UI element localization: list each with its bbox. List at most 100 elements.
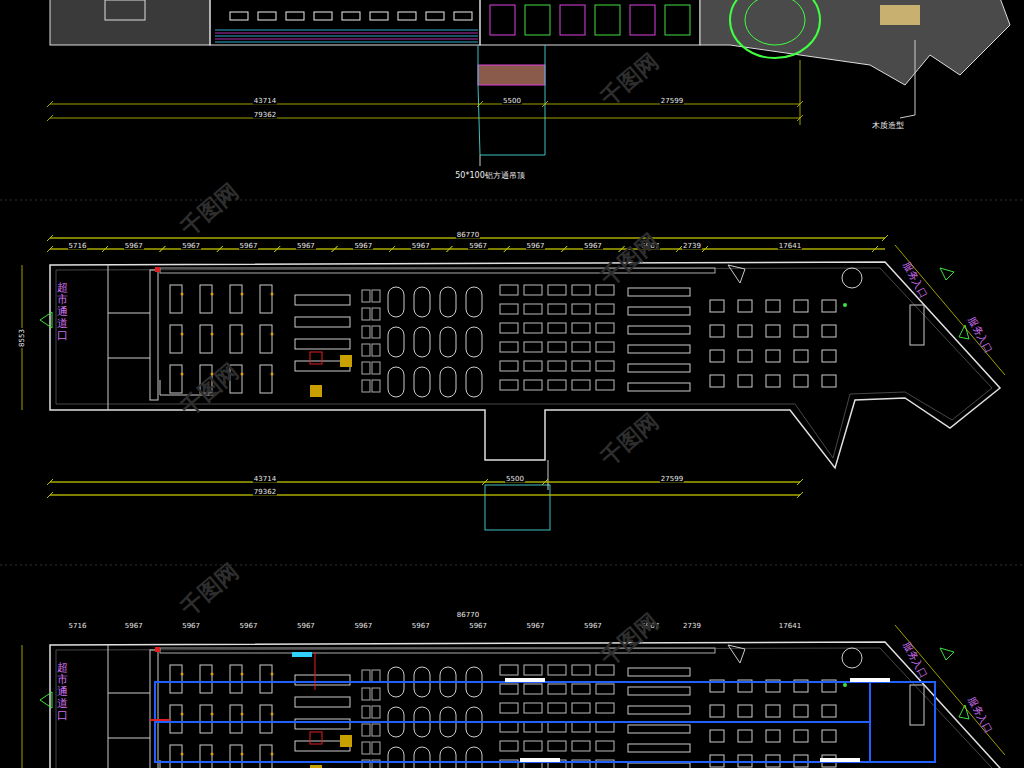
vent: [820, 758, 860, 762]
round-counter: [388, 747, 404, 768]
table: [738, 730, 752, 742]
table: [766, 325, 780, 337]
grid-shelf: [548, 323, 566, 333]
vent: [850, 678, 890, 682]
dimension-text: 5967: [411, 243, 431, 250]
round-counter: [466, 327, 482, 357]
entrance-label: 服务入口: [966, 315, 994, 355]
display-unit: [260, 365, 272, 393]
grid-shelf: [362, 706, 370, 718]
table: [822, 705, 836, 717]
dimension-line: [50, 482, 800, 483]
duct-run: [155, 721, 870, 723]
dimension-text: 5967: [526, 623, 546, 630]
dimension-line: [800, 60, 801, 125]
grid-shelf: [500, 285, 518, 295]
grid-shelf: [596, 684, 614, 694]
grid-shelf: [596, 703, 614, 713]
dimension-text: 5716: [68, 623, 88, 630]
dimension-tick: [446, 246, 452, 252]
grid-shelf: [500, 665, 518, 675]
marker: [271, 673, 274, 676]
fixture: [230, 12, 248, 20]
marker: [241, 333, 244, 336]
round-table: [842, 648, 862, 668]
dimension-text: 5967: [124, 623, 144, 630]
wall: [108, 358, 150, 359]
display-unit: [200, 745, 212, 768]
wood-ceiling: [478, 65, 545, 85]
display-unit: [230, 665, 242, 693]
door-symbol: [940, 648, 954, 660]
grid-shelf: [362, 290, 370, 302]
grid-shelf: [372, 326, 380, 338]
fixture: [595, 5, 620, 35]
marker: [181, 293, 184, 296]
marker: [241, 293, 244, 296]
marker: [271, 753, 274, 756]
dimension-tick: [159, 246, 165, 252]
dimension-text: 27599: [660, 98, 684, 105]
annotation: 木质造型: [872, 122, 904, 130]
marker: [241, 713, 244, 716]
vent: [520, 758, 560, 762]
grid-shelf: [572, 665, 590, 675]
round-counter: [414, 367, 430, 397]
display-unit: [260, 285, 272, 313]
grid-shelf: [524, 684, 542, 694]
grid-shelf: [524, 342, 542, 352]
table: [766, 350, 780, 362]
marker: [271, 293, 274, 296]
wall: [548, 460, 549, 490]
grid-shelf: [362, 308, 370, 320]
annex-outline: [485, 485, 550, 530]
table: [766, 375, 780, 387]
round-counter: [440, 287, 456, 317]
table: [794, 325, 808, 337]
grid-shelf: [362, 362, 370, 374]
grid-shelf: [362, 380, 370, 392]
shelf: [295, 675, 350, 685]
round-counter: [466, 747, 482, 768]
round-table: [842, 268, 862, 288]
grid-shelf: [524, 380, 542, 390]
vent: [292, 652, 312, 657]
long-shelf: [628, 326, 690, 334]
dimension-tick: [561, 246, 567, 252]
grid-shelf: [524, 703, 542, 713]
fixture: [314, 12, 332, 20]
marker: [181, 673, 184, 676]
grid-shelf: [372, 706, 380, 718]
display-unit: [200, 665, 212, 693]
long-shelf: [628, 763, 690, 768]
grid-shelf: [548, 285, 566, 295]
grid-shelf: [500, 380, 518, 390]
dimension-text: 5967: [526, 243, 546, 250]
grid-shelf: [548, 304, 566, 314]
fixture: [525, 5, 550, 35]
marker: [211, 333, 214, 336]
wood-feature: [745, 0, 805, 45]
dimension-text: 79362: [253, 112, 277, 119]
table: [822, 730, 836, 742]
grid-shelf: [596, 361, 614, 371]
dimension-text: 2739: [682, 243, 702, 250]
marker: [241, 753, 244, 756]
display-unit: [170, 365, 182, 393]
door-symbol: [40, 692, 52, 708]
watermark: 千图网: [598, 410, 663, 469]
dimension-tick: [47, 492, 53, 498]
dimension-tick: [389, 246, 395, 252]
dimension-text: 5967: [239, 243, 259, 250]
grid-shelf: [500, 703, 518, 713]
duct-run: [155, 682, 935, 762]
table: [822, 350, 836, 362]
fixture: [426, 12, 444, 20]
ceiling-strip: [215, 36, 478, 37]
long-shelf: [628, 288, 690, 296]
display-unit: [230, 285, 242, 313]
inner-wall: [56, 648, 992, 768]
grid-shelf: [524, 665, 542, 675]
grid-shelf: [372, 688, 380, 700]
